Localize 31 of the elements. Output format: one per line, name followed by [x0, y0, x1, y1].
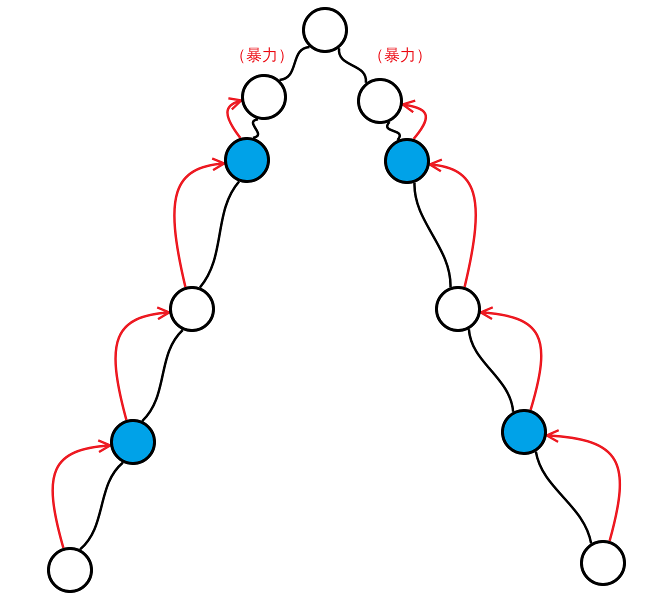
- arrow: [546, 429, 621, 542]
- arrow: [114, 306, 170, 420]
- arrow: [480, 306, 542, 410]
- arrow: [226, 97, 242, 139]
- circle-node: [435, 286, 481, 332]
- arrow: [428, 159, 477, 288]
- connector-line: [534, 451, 592, 544]
- connector-line: [468, 329, 514, 412]
- arrow: [173, 158, 226, 288]
- arrow: [51, 440, 112, 548]
- connector-line: [141, 329, 184, 422]
- connector-line: [413, 182, 452, 288]
- annotation-text: （暴力）: [230, 46, 294, 66]
- annotation-text: （暴力）: [368, 46, 432, 66]
- circle-node: [47, 547, 93, 593]
- connector-line: [198, 180, 240, 288]
- circle-node: [169, 286, 215, 332]
- connector-line: [338, 48, 368, 83]
- circle-node: [302, 7, 348, 53]
- circle-node: [110, 419, 156, 465]
- circle-node: [357, 78, 403, 124]
- circle-node: [224, 137, 270, 183]
- circle-node: [501, 409, 547, 455]
- connector-line: [279, 46, 310, 82]
- circle-node: [384, 138, 430, 184]
- connector-line: [79, 462, 124, 550]
- circle-node: [580, 540, 626, 586]
- arrow: [402, 100, 428, 140]
- connector-line: [252, 118, 260, 139]
- connector-line: [386, 121, 401, 141]
- circle-node: [241, 74, 287, 120]
